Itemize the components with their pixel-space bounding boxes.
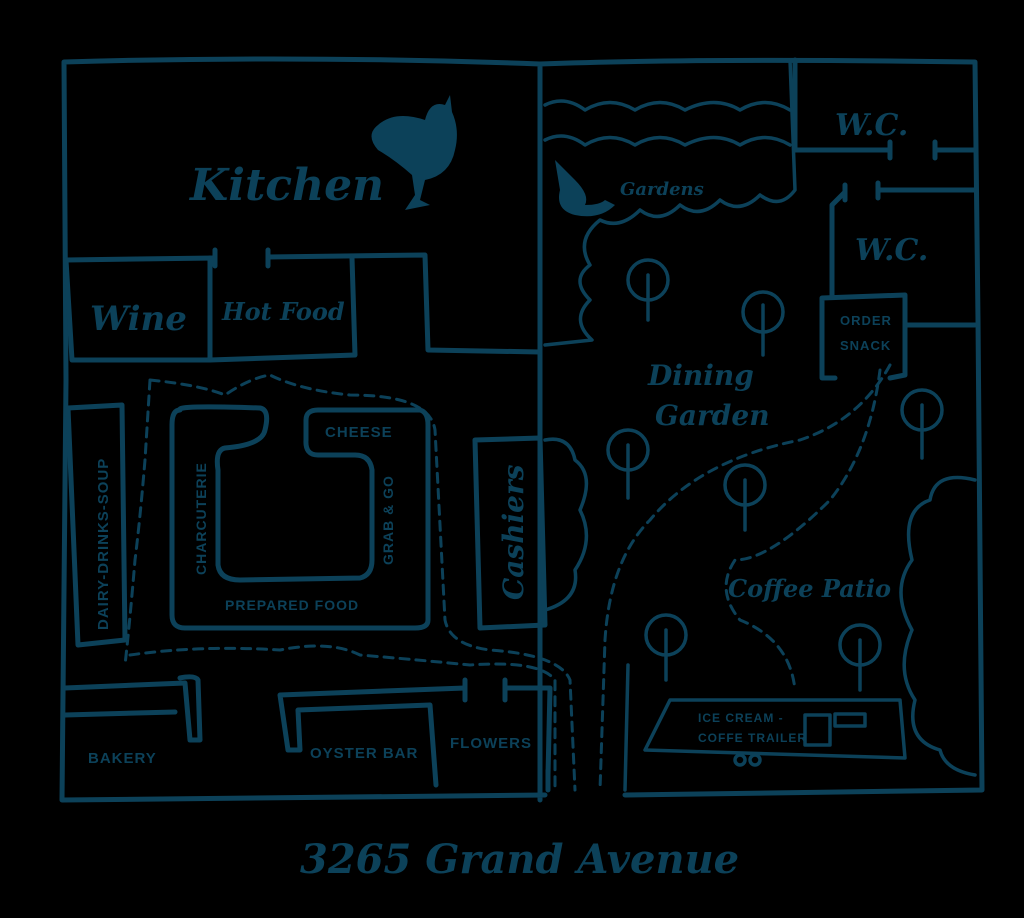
coffe-trailer-label: COFFE TRAILER [698,731,807,745]
charcuterie-label: CHARCUTERIE [193,462,209,575]
dairy-drinks-soup-counter[interactable]: DAIRY-DRINKS-SOUP [65,402,128,648]
room-wc-top[interactable]: W.C. [792,57,978,161]
snack-label: SNACK [840,338,891,353]
flowers-label: FLOWERS [450,735,532,752]
cashiers-label: Cashiers [497,464,530,600]
grab-go-label: GRAB & GO [380,475,396,565]
room-hot-food[interactable]: Hot Food [207,255,358,363]
bakery[interactable]: BAKERY [62,674,203,767]
oyster-bar-label: OYSTER BAR [310,745,418,762]
hot-food-label: Hot Food [221,297,345,326]
area-gardens[interactable]: Gardens [543,58,797,347]
building-outline [59,56,985,803]
oyster-bar[interactable]: OYSTER BAR [277,677,468,788]
tree-icon [606,258,944,692]
central-counter[interactable]: CHEESE CHARCUTERIE GRAB & GO PREPARED FO… [169,404,431,631]
walking-path [123,373,577,792]
hedge [899,475,977,777]
wc-bottom-label: W.C. [855,233,928,268]
room-wc-bottom[interactable]: W.C. [829,180,978,298]
rooster-icon [371,95,457,210]
coffee-patio-label: Coffee Patio [728,574,891,603]
trailer-icon [733,712,867,767]
dining-label: Dining [647,359,754,392]
flowers[interactable]: FLOWERS [450,677,553,793]
order-label: ORDER [840,313,892,328]
prepared-food-label: PREPARED FOOD [225,597,359,613]
ice-cream-coffee-trailer[interactable]: ICE CREAM - COFFE TRAILER [623,663,907,792]
gardens-label: Gardens [620,179,704,200]
wine-label: Wine [90,299,187,339]
order-snack-booth[interactable]: ORDER SNACK [819,292,978,381]
wc-top-label: W.C. [835,108,908,143]
bakery-label: BAKERY [88,750,157,767]
dairy-label: DAIRY-DRINKS-SOUP [95,458,112,630]
area-dining-garden[interactable]: Dining Garden [647,359,770,432]
kitchen-label: Kitchen [188,160,384,211]
area-coffee-patio[interactable]: Coffee Patio [728,574,891,603]
cheese-label: CHEESE [325,424,393,441]
cashiers[interactable]: Cashiers [472,435,589,631]
gnome-icon [555,160,615,217]
room-kitchen[interactable]: Kitchen [63,95,543,355]
garden-label: Garden [655,399,770,432]
ice-cream-label: ICE CREAM - [698,711,784,725]
address-label: 3265 Grand Avenue [300,836,739,883]
room-wine[interactable]: Wine [63,255,213,363]
garden-path [598,363,892,792]
